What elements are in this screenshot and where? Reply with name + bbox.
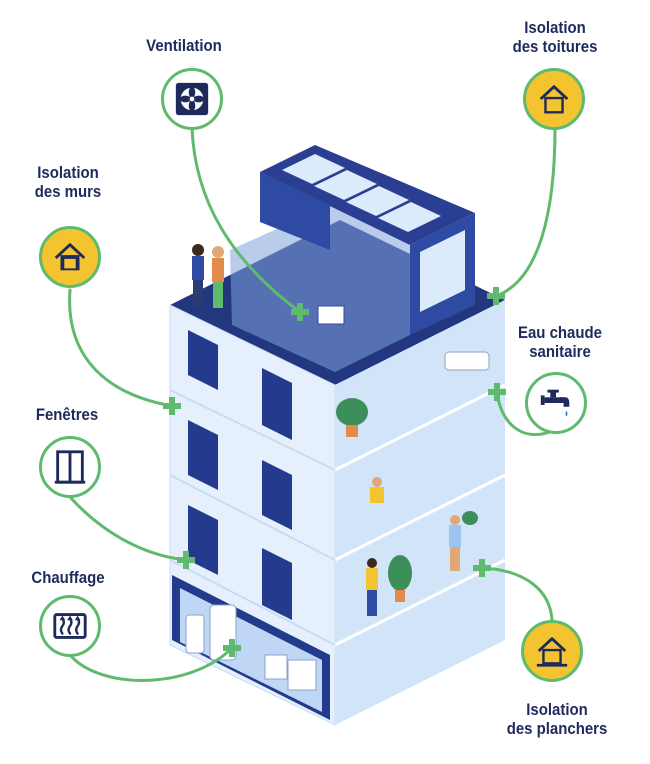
label-isolation-murs: Isolation des murs: [24, 163, 112, 201]
label-ventilation: Ventilation: [140, 36, 228, 55]
faucet-icon: [540, 389, 570, 417]
facade-windows: [188, 330, 292, 620]
ventilation-circle: [161, 68, 223, 130]
floor-line: [334, 473, 506, 562]
rooftop-glass-box: [230, 205, 410, 372]
label-line: Isolation: [37, 163, 99, 182]
label-eau-chaude: Eau chaude sanitaire: [507, 323, 613, 361]
boiler: [185, 614, 205, 654]
eau-chaude-circle: [525, 372, 587, 434]
washing-machine: [264, 654, 288, 680]
fan-icon: [175, 82, 209, 116]
floor-line: [169, 389, 336, 471]
bathtub: [444, 351, 490, 371]
label-line: Fenêtres: [35, 405, 99, 424]
label-line: Eau chaude: [518, 323, 602, 342]
label-line: Isolation: [524, 18, 586, 37]
floor-line: [334, 383, 506, 472]
fenetres-circle: [39, 436, 101, 498]
skylights: [282, 154, 441, 232]
label-chauffage: Chauffage: [24, 568, 112, 587]
isolation-murs-circle: [39, 226, 101, 288]
house-icon: [54, 243, 86, 271]
floor-line: [169, 559, 336, 646]
house-icon: [536, 637, 568, 667]
plants: [336, 398, 478, 602]
label-fenetres: Fenêtres: [27, 405, 106, 424]
ventilation-unit: [317, 305, 345, 325]
label-line: Chauffage: [31, 568, 105, 587]
people: [192, 244, 461, 616]
label-line: Isolation: [526, 700, 588, 719]
window-icon: [54, 450, 86, 484]
label-line: sanitaire: [529, 342, 591, 361]
radiator-icon: [53, 613, 87, 639]
label-line: des toitures: [512, 37, 598, 56]
plus-markers: [163, 287, 506, 657]
rooftop-window: [420, 230, 465, 312]
floor-line: [334, 558, 506, 647]
kitchen-counter: [287, 659, 317, 691]
isolation-planchers-circle: [521, 620, 583, 682]
chauffage-circle: [39, 595, 101, 657]
isolation-toitures-circle: [523, 68, 585, 130]
rooftop-block-side: [260, 172, 330, 250]
house-icon: [539, 85, 569, 114]
label-line: des planchers: [506, 719, 608, 738]
label-isolation-toitures: Isolation des toitures: [502, 18, 608, 56]
label-line: Ventilation: [146, 36, 222, 55]
label-isolation-planchers: Isolation des planchers: [500, 700, 614, 738]
label-line: des murs: [34, 182, 102, 201]
floor-line: [169, 474, 336, 561]
connector-lines: [68, 126, 557, 682]
